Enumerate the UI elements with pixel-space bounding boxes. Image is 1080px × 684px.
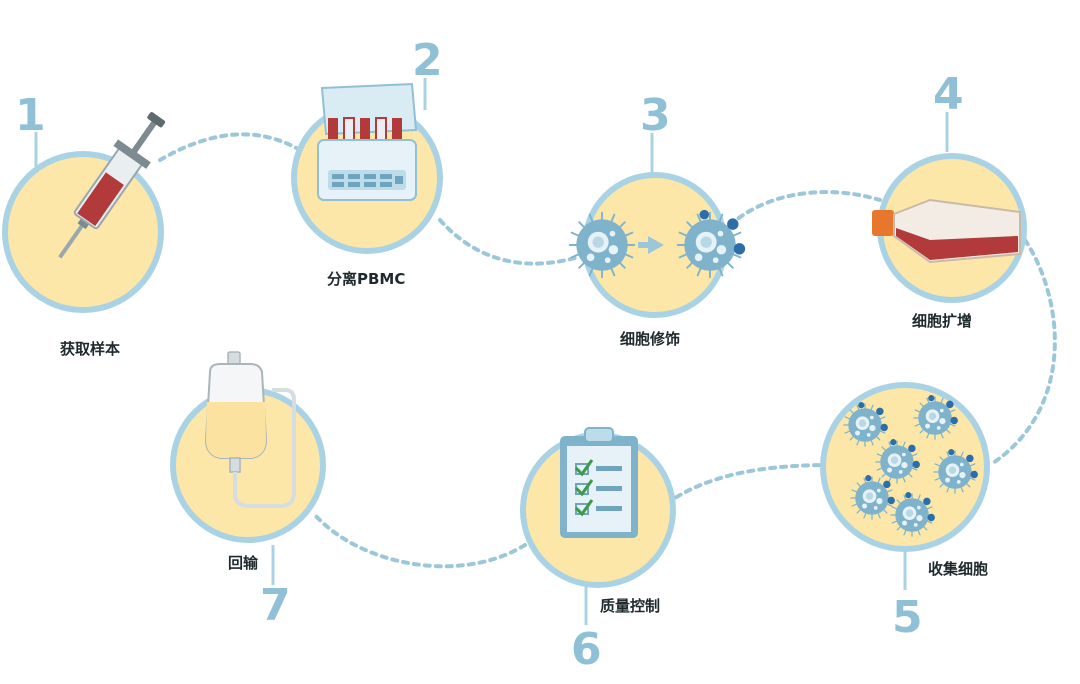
step-5-label: 收集细胞 (928, 560, 988, 578)
centrifuge-icon (317, 82, 418, 201)
step-2-number: 2 (412, 35, 443, 86)
step-2-label: 分离PBMC (327, 270, 405, 288)
step-1-circle (2, 151, 164, 313)
step-5: 5 收集细胞 (820, 382, 990, 643)
step-4: 4 细胞扩增 (872, 69, 1027, 330)
step-1: 1 获取样本 (2, 90, 166, 358)
step-3-number: 3 (640, 90, 671, 141)
step-3: 3 细胞修饰 (568, 90, 745, 348)
step-2: 2 分离PBMC (291, 35, 443, 288)
clipboard-checklist-icon (560, 427, 638, 538)
step-4-label: 细胞扩增 (912, 312, 972, 330)
infusion-bag-icon (204, 351, 296, 508)
syringe-icon (58, 112, 166, 259)
workflow-path (158, 132, 1057, 569)
step-3-label: 细胞修饰 (620, 330, 680, 348)
step-5-number: 5 (892, 592, 923, 643)
step-4-number: 4 (933, 69, 964, 120)
step-7-number: 7 (260, 580, 291, 631)
cell-modification-icon (568, 210, 745, 279)
step-6-number: 6 (571, 624, 602, 675)
step-6: 6 质量控制 (520, 427, 676, 675)
culture-flask-icon (872, 198, 1021, 264)
step-7: 7 回输 (170, 351, 326, 631)
step-1-number: 1 (15, 90, 46, 141)
step-1-label: 获取样本 (60, 340, 120, 358)
step-6-label: 质量控制 (600, 597, 660, 615)
step-7-label: 回输 (228, 554, 259, 572)
